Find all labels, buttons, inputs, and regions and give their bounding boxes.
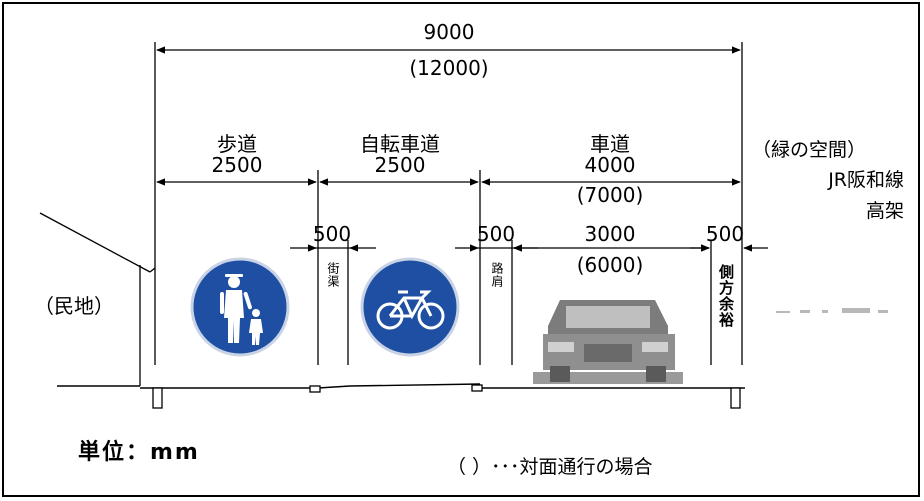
pedestrian-sign-icon — [190, 257, 290, 357]
total-width: 9000 — [423, 20, 475, 44]
bicycle-sign-icon — [360, 257, 460, 357]
side-margin-label: 側方余裕 — [717, 264, 735, 328]
private-land-slope — [39, 212, 156, 386]
road-shoulder-label: 路肩 — [490, 262, 504, 288]
unit-label: 単位：mm — [78, 440, 200, 465]
shoulder-left-width: 500 — [476, 222, 516, 246]
bike-lane-label: 自転車道 — [360, 132, 440, 156]
extension-lines — [154, 42, 743, 365]
sidewalk-width: 2500 — [211, 153, 263, 177]
total-width-alt: (12000) — [409, 56, 489, 80]
dimension-lines — [156, 46, 768, 252]
shoulder-right-width: 500 — [705, 222, 745, 246]
curb-blocks — [152, 384, 741, 409]
lane-width: 3000 — [584, 222, 636, 246]
roadway-label: 車道 — [590, 132, 630, 156]
lane-width-alt: (6000) — [576, 253, 644, 277]
gutter-width: 500 — [312, 222, 352, 246]
car-icon — [533, 300, 683, 384]
sidewalk-label: 歩道 — [217, 132, 257, 156]
faint-marks — [776, 308, 888, 313]
rail-line-label: JR阪和線 — [828, 169, 904, 191]
legend-note: （ ）･･･対面通行の場合 — [447, 456, 653, 478]
roadway-width-alt: (7000) — [576, 183, 644, 207]
gutter-label: 街渠 — [326, 262, 340, 288]
ground-line — [57, 383, 745, 389]
private-land-label: （民地） — [34, 294, 114, 318]
roadway-width: 4000 — [584, 153, 636, 177]
elevated-label: 高架 — [865, 200, 904, 222]
bike-lane-width: 2500 — [374, 153, 426, 177]
green-space-label: （緑の空間） — [752, 139, 867, 161]
